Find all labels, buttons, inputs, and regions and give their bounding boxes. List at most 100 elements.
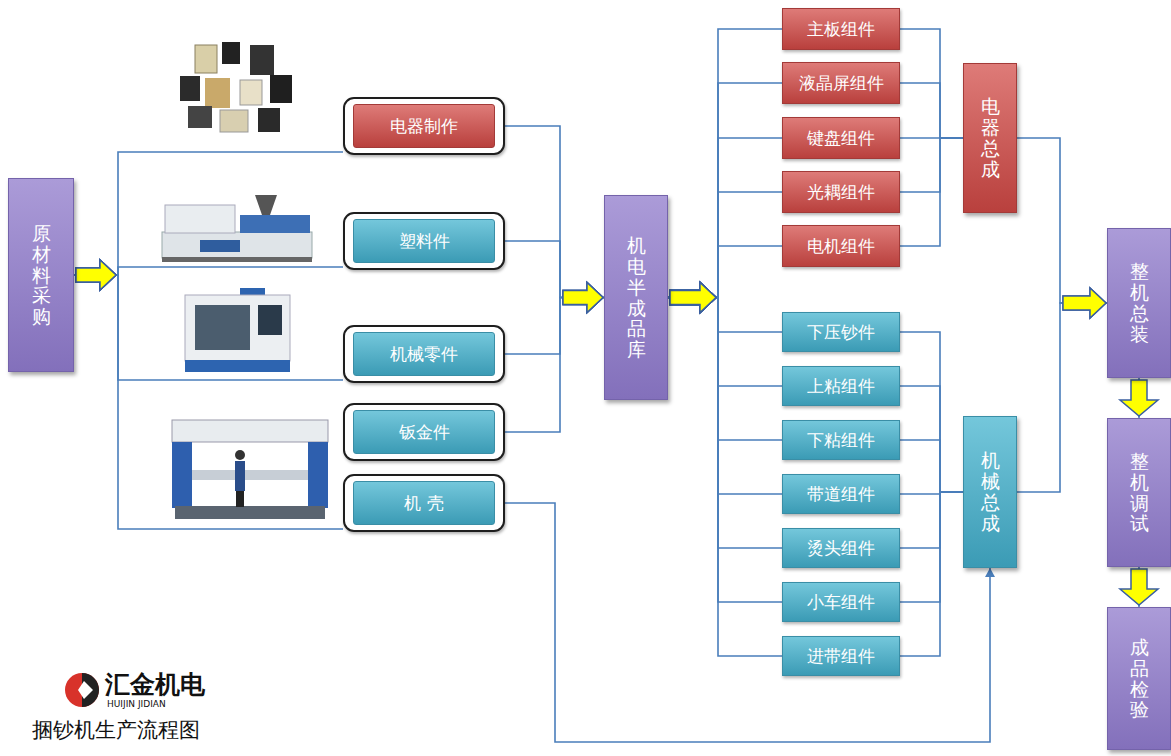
block-arrow (670, 283, 716, 313)
component-box: 光耦组件 (782, 171, 900, 213)
node-label: 机 壳 (404, 492, 443, 515)
connector-line (900, 492, 963, 656)
component-box: 下压钞件 (782, 312, 900, 352)
flow-connector (74, 260, 343, 529)
node-label: 液晶屏组件 (799, 72, 884, 95)
node-label: 机械零件 (390, 343, 458, 366)
connector-line (900, 492, 963, 548)
connector-line (1017, 138, 1107, 303)
logo-icon (65, 673, 99, 707)
connector-line (900, 29, 963, 138)
flow-connector (1017, 138, 1107, 318)
flow-connector (900, 492, 963, 602)
flow-connector (668, 29, 782, 313)
node-label: 键盘组件 (807, 127, 875, 150)
node-label: 电器制作 (390, 115, 458, 138)
flow-connector (900, 332, 963, 492)
block-arrow (670, 283, 716, 313)
block-arrow (670, 283, 716, 313)
block-arrow (670, 283, 716, 313)
part-box: 钣金件 (343, 403, 505, 461)
connector-line (900, 138, 963, 246)
connector-line (900, 492, 963, 602)
flow-connector (900, 83, 963, 138)
node-label: 整机调试 (1130, 451, 1149, 535)
flow-connector (900, 492, 963, 656)
press-brake-picture (172, 420, 328, 519)
component-box: 下粘组件 (782, 420, 900, 460)
node-label: 电器总成 (981, 96, 1000, 180)
connector-line (668, 298, 782, 387)
connector-line (668, 298, 782, 657)
flow-connector (668, 283, 782, 387)
node-label: 机电半成品库 (627, 235, 646, 360)
connector-line (668, 298, 782, 441)
block-arrow (670, 283, 716, 313)
block-arrow (1063, 288, 1106, 318)
process-box: 整机调试 (1107, 418, 1171, 567)
node-label: 下压钞件 (807, 321, 875, 344)
flow-connector (900, 492, 963, 548)
component-box: 液晶屏组件 (782, 62, 900, 104)
node-label: 整机总装 (1130, 261, 1149, 345)
connector-line (668, 298, 782, 603)
flow-connector (74, 152, 343, 290)
flow-connector (74, 260, 343, 380)
flow-connector (668, 192, 782, 313)
assembly-box: 电器总成 (963, 63, 1017, 213)
connector-line (505, 503, 990, 742)
flow-connector (668, 283, 782, 603)
block-arrow (563, 283, 603, 313)
part-fill: 电器制作 (353, 104, 495, 148)
flow-connector (74, 260, 343, 290)
node-label: 光耦组件 (807, 181, 875, 204)
connector-line (900, 83, 963, 138)
connector-line (668, 298, 782, 495)
block-arrow (670, 283, 716, 313)
node-label: 主板组件 (807, 18, 875, 41)
flow-connector (1120, 567, 1158, 607)
component-box: 带道组件 (782, 474, 900, 514)
relay-picture (180, 42, 292, 132)
part-box: 塑料件 (343, 212, 505, 270)
component-box: 进带组件 (782, 636, 900, 676)
part-box: 电器制作 (343, 97, 505, 155)
flow-connector (668, 283, 782, 549)
process-box: 成品检验 (1107, 607, 1171, 750)
cnc-machine-picture (185, 288, 290, 372)
flow-connector (900, 138, 963, 192)
connector-line (74, 152, 343, 275)
injection-machine-picture (162, 195, 312, 262)
connector-line (668, 29, 782, 298)
block-arrow (670, 283, 716, 313)
flow-connector (1017, 288, 1107, 492)
component-box: 键盘组件 (782, 117, 900, 159)
component-box: 电机组件 (782, 225, 900, 267)
block-arrow (1120, 569, 1158, 605)
flow-connector (668, 283, 782, 657)
block-arrow (670, 283, 716, 313)
company-name: 汇金机电 (105, 668, 205, 701)
node-label: 成品检验 (1130, 637, 1149, 721)
connector-line (1017, 303, 1107, 492)
block-arrow (670, 283, 716, 313)
flow-connector (505, 503, 995, 742)
component-box: 上粘组件 (782, 366, 900, 406)
component-box: 小车组件 (782, 582, 900, 622)
flow-connector (505, 283, 604, 355)
block-arrow (670, 283, 716, 313)
node-label: 烫头组件 (807, 537, 875, 560)
flow-connector (505, 283, 604, 433)
node-label: 机械总成 (981, 450, 1000, 534)
flow-connector (900, 138, 963, 246)
node-label: 下粘组件 (807, 429, 875, 452)
node-label: 塑料件 (399, 230, 450, 253)
flow-connector (505, 126, 604, 313)
part-fill: 机械零件 (353, 332, 495, 376)
process-box: 整机总装 (1107, 228, 1171, 378)
flow-connector (668, 283, 782, 333)
part-fill: 塑料件 (353, 219, 495, 263)
connector-line (900, 332, 963, 492)
node-label: 上粘组件 (807, 375, 875, 398)
